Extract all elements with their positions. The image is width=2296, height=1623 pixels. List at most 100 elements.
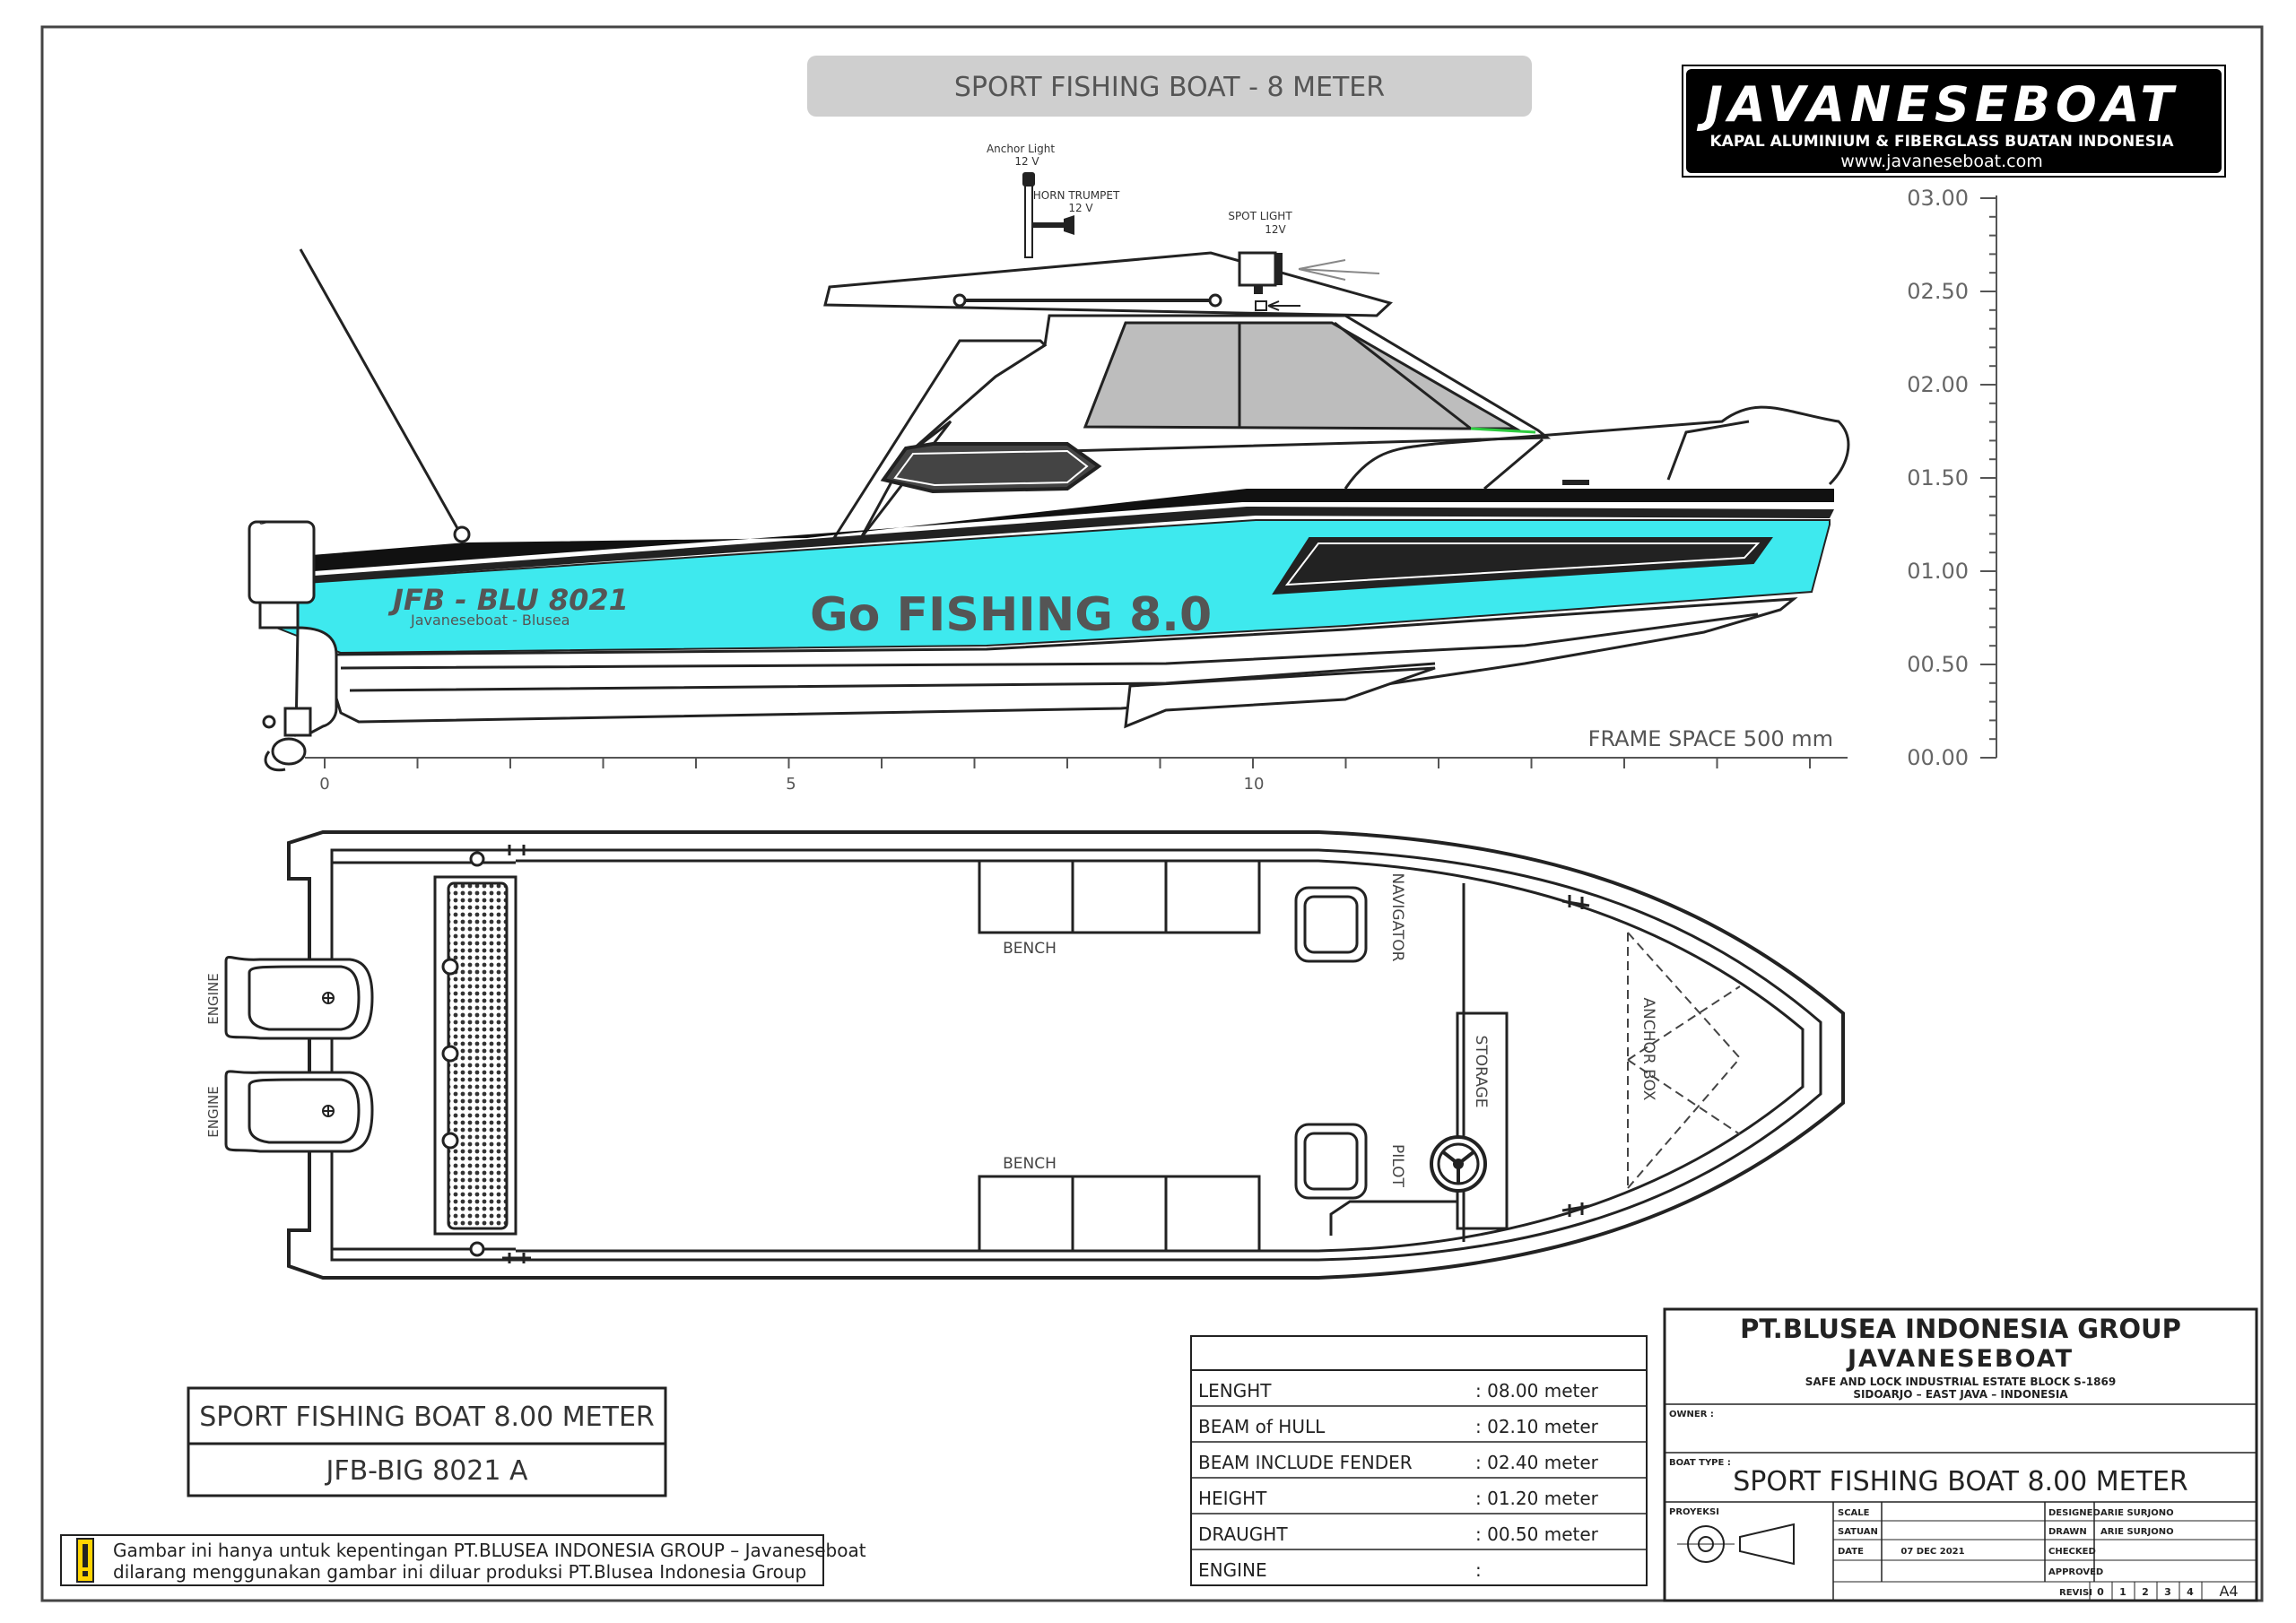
engine-label-2: ENGINE — [205, 1086, 222, 1137]
tb-owner-label: OWNER : — [1669, 1410, 1714, 1419]
cabin-side-window — [880, 442, 1102, 494]
tb-date-label: DATE — [1838, 1547, 1864, 1557]
horn-volt: 12 V — [1068, 202, 1093, 214]
height-label-0: 00.00 — [1907, 745, 1969, 770]
horn-label: HORN TRUMPET — [1033, 189, 1120, 202]
sheet-border — [40, 25, 2264, 1602]
logo-tagline: KAPAL ALUMINIUM & FIBERGLASS BUATAN INDO… — [1709, 133, 2174, 151]
pilot-seat — [1294, 1123, 1368, 1200]
title-bar — [807, 56, 1532, 117]
hull-outline-inner — [330, 848, 1822, 1262]
boat-name-line1: SPORT FISHING BOAT 8.00 METER — [199, 1402, 655, 1433]
tb-boat-type-label: BOAT TYPE : — [1669, 1458, 1731, 1468]
tb-revisi-2: 2 — [2142, 1586, 2149, 1598]
tb-address2: SIDOARJO – EAST JAVA – INDONESIA — [1853, 1388, 2068, 1401]
outboard-engines-plan — [224, 956, 374, 1153]
height-scale-ticks — [1980, 197, 1996, 759]
tb-revisi-0: 0 — [2097, 1586, 2104, 1598]
tb-satuan-label: SATUAN — [1838, 1527, 1878, 1537]
height-label-3: 01.50 — [1907, 465, 1969, 490]
height-label-1: 00.50 — [1907, 652, 1969, 677]
cleats — [502, 845, 1590, 1263]
spec-label-beam-hull: BEAM of HULL — [1198, 1416, 1326, 1437]
mast — [1022, 172, 1074, 258]
spec-value-beam-fender: : 02.40 meter — [1475, 1452, 1599, 1473]
anchor-box — [1627, 932, 1741, 1189]
tb-revisi-label: REVISI — [2059, 1588, 2092, 1598]
frame-tick-label-10: 10 — [1244, 775, 1265, 794]
spec-label-beam-fender: BEAM INCLUDE FENDER — [1198, 1452, 1413, 1473]
tb-proyeksi-label: PROYEKSI — [1669, 1507, 1719, 1517]
spec-value-draught: : 00.50 meter — [1475, 1523, 1599, 1545]
pilot-label: PILOT — [1388, 1144, 1406, 1188]
anchor-light-volt: 12 V — [1014, 155, 1039, 168]
height-label-6: 03.00 — [1907, 186, 1969, 211]
spot-light-label: SPOT LIGHT — [1228, 210, 1292, 222]
engine-label-1: ENGINE — [205, 973, 222, 1024]
tb-revisi-1: 1 — [2119, 1586, 2126, 1598]
storage-console — [1456, 1011, 1509, 1230]
specs-table: LENGHT : 08.00 meter BEAM of HULL : 02.1… — [1190, 1335, 1648, 1586]
spec-label-engine: ENGINE — [1198, 1559, 1267, 1581]
hull-upper-black — [278, 489, 1834, 574]
tb-designed-value: ARIE SURJONO — [2100, 1508, 2174, 1518]
tb-paper-size: A4 — [2219, 1583, 2238, 1600]
bench-label-starboard: BENCH — [1003, 1155, 1057, 1173]
hard-top-roof — [823, 251, 1393, 317]
header: SPORT FISHING BOAT - 8 METER — [807, 56, 1532, 117]
bench-label-port: BENCH — [1003, 940, 1057, 958]
frame-tick-label-5: 5 — [786, 775, 796, 794]
tb-approved-label: APPROVED — [2048, 1567, 2103, 1577]
tb-boat-type: SPORT FISHING BOAT 8.00 METER — [1733, 1466, 2188, 1497]
height-label-5: 02.50 — [1907, 279, 1969, 304]
side-view: Anchor Light 12 V HORN TRUMPET 12 V SPOT… — [248, 143, 1997, 794]
tb-address1: SAFE AND LOCK INDUSTRIAL ESTATE BLOCK S-… — [1805, 1376, 2116, 1388]
outboard-engine — [248, 520, 338, 772]
bow-rail — [1344, 405, 1850, 490]
tb-checked-label: CHECKED — [2048, 1547, 2096, 1557]
fishing-rod — [299, 248, 464, 537]
spec-label-draught: DRAUGHT — [1198, 1523, 1288, 1545]
frame-space-label: FRAME SPACE 500 mm — [1588, 726, 1833, 751]
spec-value-height: : 01.20 meter — [1475, 1488, 1599, 1509]
notice-line1: Gambar ini hanya untuk kepentingan PT.BL… — [113, 1540, 866, 1561]
anchor-light-label: Anchor Light — [987, 143, 1055, 155]
notice-line2: dilarang menggunakan gambar ini diluar p… — [113, 1561, 806, 1583]
hull-sheer-band — [278, 507, 1834, 585]
logo-brand: JAVANESEBOAT — [1697, 76, 2179, 133]
rod-holder — [453, 525, 471, 543]
tb-revisi-4: 4 — [2187, 1586, 2194, 1598]
height-label-4: 02.00 — [1907, 372, 1969, 397]
hull-graphic-text: Go FISHING 8.0 — [810, 588, 1212, 642]
spec-value-length: : 08.00 meter — [1475, 1380, 1599, 1402]
bench-port — [978, 859, 1261, 934]
projection-symbol — [1677, 1523, 1795, 1566]
tb-scale-label: SCALE — [1838, 1508, 1870, 1518]
title-block: PT.BLUSEA INDONESIA GROUP JAVANESEBOAT S… — [1663, 1307, 2258, 1602]
tb-drawn-label: DRAWN — [2048, 1527, 2087, 1537]
brand-logo: JAVANESEBOAT KAPAL ALUMINIUM & FIBERGLAS… — [1682, 65, 2226, 178]
steering-wheel — [1430, 1135, 1487, 1193]
navigator-seat — [1294, 886, 1368, 963]
spec-label-height: HEIGHT — [1198, 1488, 1267, 1509]
frame-tick-label-0: 0 — [319, 775, 329, 794]
frame-tick-marks — [324, 758, 1811, 768]
tb-drawn-value: ARIE SURJONO — [2100, 1527, 2174, 1537]
height-label-2: 01.00 — [1907, 559, 1969, 584]
spec-label-length: LENGHT — [1198, 1380, 1272, 1402]
spec-value-beam-hull: : 02.10 meter — [1475, 1416, 1599, 1437]
storage-label: STORAGE — [1472, 1036, 1490, 1108]
tb-revisi-3: 3 — [2164, 1586, 2171, 1598]
spot-light-volt: 12V — [1265, 223, 1286, 236]
bench-starboard — [978, 1175, 1261, 1253]
logo-url: www.javaneseboat.com — [1840, 152, 2042, 171]
boat-name-box: SPORT FISHING BOAT 8.00 METER JFB-BIG 80… — [187, 1386, 667, 1497]
warning-icon — [76, 1538, 94, 1583]
registration-subtitle: Javaneseboat - Blusea — [410, 612, 570, 629]
spot-light — [1238, 251, 1380, 311]
notice-box: Gambar ini hanya untuk kepentingan PT.BL… — [60, 1534, 866, 1586]
tb-brand: JAVANESEBOAT — [1846, 1345, 2074, 1373]
plan-view: ENGINE ENGINE BENCH BENCH NAVIGATOR PILO… — [205, 830, 1845, 1280]
navigator-label: NAVIGATOR — [1388, 873, 1406, 962]
